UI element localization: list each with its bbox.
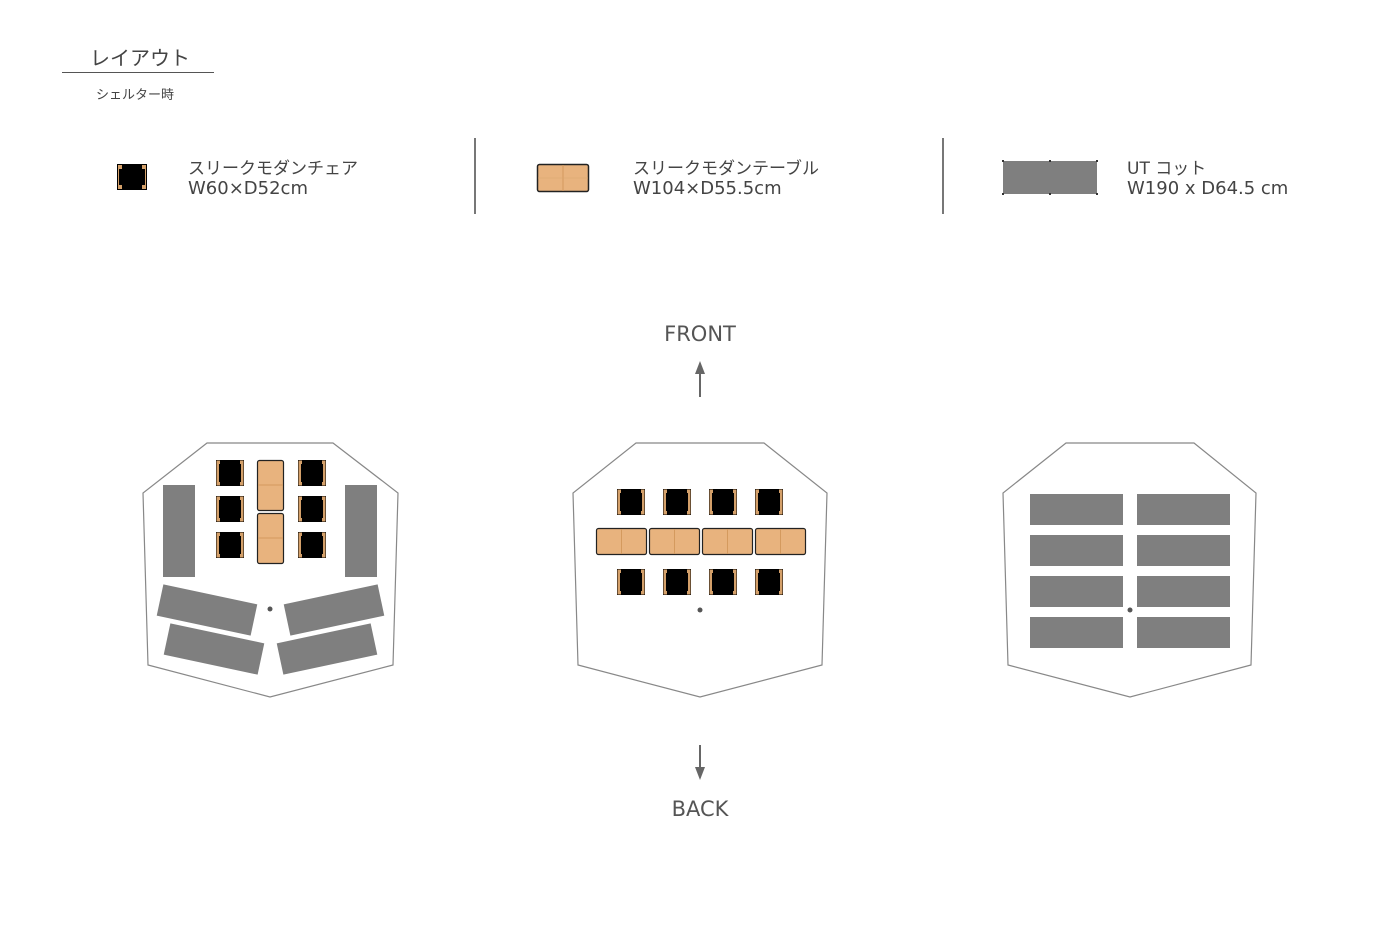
cot [1137, 576, 1230, 607]
cot [163, 623, 265, 675]
legend-chair-dims: W60×D52cm [188, 178, 308, 199]
chair [617, 489, 645, 515]
chair [709, 489, 737, 515]
chair [298, 460, 326, 486]
cot [156, 584, 258, 636]
cot [283, 584, 385, 636]
chair [617, 569, 645, 595]
layout-cots [1002, 442, 1257, 698]
cot [1137, 617, 1230, 648]
title-underline [62, 72, 214, 73]
center-pole [267, 606, 273, 612]
cot-icon [1002, 160, 1098, 195]
legend-divider [942, 138, 944, 214]
chair [709, 569, 737, 595]
legend-table-name: スリークモダンテーブル [633, 159, 819, 179]
chair [298, 496, 326, 522]
legend-cot-dims: W190 x D64.5 cm [1127, 178, 1289, 199]
cot [276, 623, 378, 675]
legend-chair-name: スリークモダンチェア [188, 159, 358, 179]
front-label: FRONT [664, 322, 736, 346]
chair [663, 569, 691, 595]
front-arrow [695, 361, 705, 397]
cot [1137, 535, 1230, 566]
chair [216, 460, 244, 486]
chair [216, 496, 244, 522]
chair [755, 489, 783, 515]
chair-icon [117, 164, 147, 190]
cot [1030, 576, 1123, 607]
chair [298, 532, 326, 558]
chair [755, 569, 783, 595]
page-title: レイアウト [90, 46, 190, 70]
cot [1030, 617, 1123, 648]
cot [1030, 494, 1123, 525]
layout-mixed [142, 442, 399, 698]
chair [216, 532, 244, 558]
center-pole [1127, 607, 1133, 613]
table-icon [536, 163, 590, 193]
shelter-outline [572, 442, 828, 698]
cot [163, 485, 195, 577]
shelter-outline [1002, 442, 1257, 698]
legend-divider [474, 138, 476, 214]
back-arrow [695, 745, 705, 780]
shelter-outline [142, 442, 399, 698]
cot [345, 485, 377, 577]
legend-table-dims: W104×D55.5cm [633, 178, 782, 199]
chair [663, 489, 691, 515]
back-label: BACK [671, 797, 729, 821]
layout-dining [572, 442, 828, 698]
cot [1030, 535, 1123, 566]
page-subtitle: シェルター時 [96, 88, 175, 103]
center-pole [697, 607, 703, 613]
legend-cot-name: UT コット [1127, 159, 1207, 179]
cot [1137, 494, 1230, 525]
